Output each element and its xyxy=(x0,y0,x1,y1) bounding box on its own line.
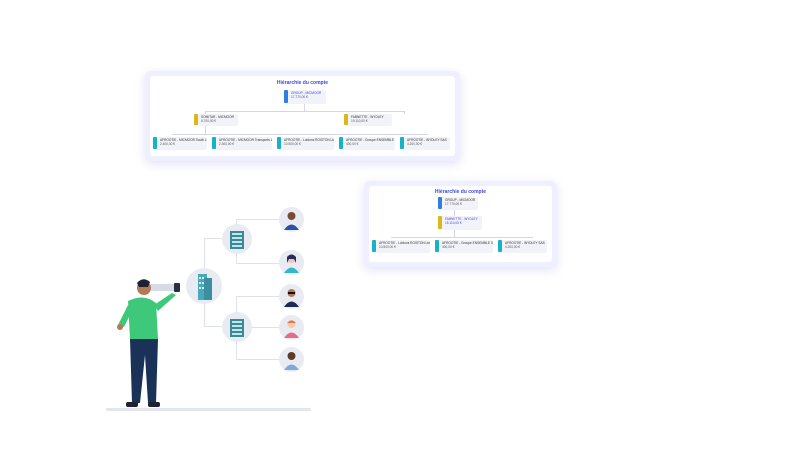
person-avatar-icon xyxy=(279,207,304,232)
org-node-root[interactable]: GROUP - MICMOOR 17.770,00 € xyxy=(438,197,478,210)
org-node-root[interactable]: GROUP - MICMOOR 17.770,00 € xyxy=(284,90,326,104)
tree-connector xyxy=(236,359,280,360)
node-name: SOMITAR - MICMOOR xyxy=(201,115,234,119)
node-color-bar xyxy=(339,137,343,149)
node-color-bar xyxy=(344,114,348,125)
node-color-bar xyxy=(284,90,288,103)
node-name: AFROOTIE - WYDLEY SAS xyxy=(407,138,447,142)
org-node-level1[interactable]: FABNETTE - WYDLEY 15.110,00 € xyxy=(438,216,482,230)
node-name: AFROOTIE - Loblons ROISTON Ltd xyxy=(284,138,334,142)
org-node-level1[interactable]: SOMITAR - MICMOOR 8.700,00 € xyxy=(194,114,238,126)
node-amount: 17.770,00 € xyxy=(445,202,462,207)
connector xyxy=(391,237,533,238)
node-color-bar xyxy=(153,137,157,149)
node-name: AFROOTIE - WYDLEY SAS xyxy=(505,241,545,245)
node-amount: 400,00 € xyxy=(346,142,359,147)
tree-connector xyxy=(236,219,237,264)
node-color-bar xyxy=(212,137,216,149)
node-amount: 2.300,00 € xyxy=(219,142,235,147)
node-color-bar xyxy=(435,240,439,252)
man-with-binoculars xyxy=(110,275,190,415)
tree-connector xyxy=(204,238,205,288)
node-name: GROUP - MICMOOR xyxy=(291,91,322,95)
node-amount: 10.500,00 € xyxy=(379,245,396,250)
connector xyxy=(205,126,206,134)
person-avatar-icon xyxy=(279,347,304,372)
node-color-bar xyxy=(438,216,442,229)
node-amount: 400,00 € xyxy=(442,245,455,250)
connector xyxy=(205,111,206,114)
office-building-icon xyxy=(222,224,252,254)
node-name: AFROOTIE - Loblons ROISTON Ltd xyxy=(379,241,430,245)
tree-connector xyxy=(186,286,204,287)
binoculars-icon xyxy=(148,283,180,292)
node-color-bar xyxy=(400,137,404,149)
connector xyxy=(304,104,305,111)
node-amount: 8.700,00 € xyxy=(201,119,217,124)
node-color-bar xyxy=(498,240,502,252)
node-amount: 10.500,00 € xyxy=(284,142,301,147)
connector xyxy=(454,230,455,237)
connector xyxy=(205,111,405,112)
connector xyxy=(454,210,455,216)
node-amount: 19.110,00 € xyxy=(351,119,368,124)
tree-connector xyxy=(204,300,205,326)
tree-connector xyxy=(236,296,237,359)
card-body: Hiérarchie du compte GROUP - MICMOOR 17.… xyxy=(369,186,552,262)
org-node-level2[interactable]: AFROOTIE - Loblons ROISTON Ltd 10.500,00… xyxy=(372,240,430,253)
account-hierarchy-card-small: Hiérarchie du compte GROUP - MICMOOR 17.… xyxy=(364,181,557,267)
node-amount: 4.200,00 € xyxy=(407,142,423,147)
card-title: Hiérarchie du compte xyxy=(434,189,487,195)
node-amount: 2.400,00 € xyxy=(160,142,176,147)
org-node-level2[interactable]: AFROOTIE - MICMOOR South Ltd 2.400,00 € xyxy=(153,137,207,150)
card-body: Hiérarchie du compte GROUP - MICMOOR 17.… xyxy=(150,76,455,156)
node-name: FABNETTE - WYDLEY xyxy=(351,115,384,119)
node-amount: 4.200,00 € xyxy=(505,245,521,250)
connector xyxy=(404,111,405,114)
node-color-bar xyxy=(372,240,376,252)
node-name: AFROOTIE - MICMOOR South Ltd xyxy=(160,138,207,142)
office-building-icon xyxy=(222,312,252,342)
org-node-level2[interactable]: AFROOTIE - WYDLEY SAS 4.200,00 € xyxy=(498,240,547,253)
org-node-level2[interactable]: AFROOTIE - MICMOOR Transports Ltd 2.300,… xyxy=(212,137,272,150)
person-avatar-icon xyxy=(279,284,304,309)
tree-connector xyxy=(204,238,234,239)
node-name: AFROOTIE - Groupe ENSEMBLE SA xyxy=(346,138,395,142)
org-node-level2[interactable]: AFROOTIE - Loblons ROISTON Ltd 10.500,00… xyxy=(277,137,334,150)
node-color-bar xyxy=(194,114,198,125)
org-node-level1[interactable]: FABNETTE - WYDLEY 19.110,00 € xyxy=(344,114,392,126)
tree-connector xyxy=(236,327,280,328)
tree-connector xyxy=(236,263,280,264)
node-name: GROUP - MICMOOR xyxy=(445,198,476,202)
tree-connector xyxy=(236,219,280,220)
org-node-level2[interactable]: AFROOTIE - WYDLEY SAS 4.200,00 € xyxy=(400,137,450,150)
tree-connector xyxy=(204,326,234,327)
node-amount: 17.770,00 € xyxy=(291,95,308,100)
org-node-level2[interactable]: AFROOTIE - Groupe ENSEMBLE SA 400,00 € xyxy=(339,137,395,150)
node-color-bar xyxy=(277,137,281,149)
person-avatar-icon xyxy=(279,315,304,340)
person-avatar-icon xyxy=(279,250,304,275)
connector xyxy=(172,134,428,135)
node-amount: 15.110,00 € xyxy=(445,221,462,226)
account-hierarchy-card-large: Hiérarchie du compte GROUP - MICMOOR 17.… xyxy=(145,71,460,161)
node-name: AFROOTIE - MICMOOR Transports Ltd xyxy=(219,138,272,142)
node-color-bar xyxy=(438,197,442,209)
org-node-level2[interactable]: AFROOTIE - Groupe ENSEMBLE SA 400,00 € xyxy=(435,240,493,253)
node-name: FABNETTE - WYDLEY xyxy=(445,217,478,221)
ground-line xyxy=(106,408,311,411)
tree-connector xyxy=(236,296,280,297)
node-name: AFROOTIE - Groupe ENSEMBLE SA xyxy=(442,241,493,245)
card-title: Hiérarchie du compte xyxy=(276,80,329,86)
building-icon xyxy=(186,268,222,304)
